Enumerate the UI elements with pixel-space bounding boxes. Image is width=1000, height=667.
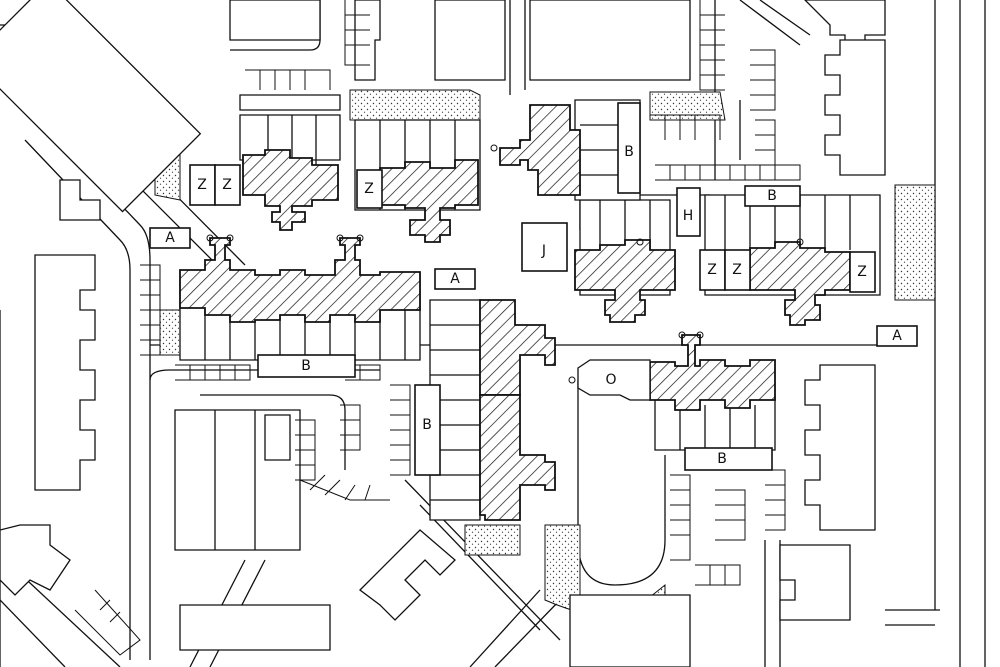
z-box-3 <box>356 169 383 209</box>
label-o: O <box>605 372 616 388</box>
label-a-left: A <box>165 230 175 246</box>
h-box <box>676 187 701 237</box>
labels: A A A B B B B B H J O Z Z Z Z Z Z <box>149 102 918 476</box>
a-box-center <box>434 268 476 290</box>
parking-bays <box>74 0 801 656</box>
b-box-bottom-left <box>257 354 356 378</box>
label-z-1: Z <box>197 177 207 193</box>
b-box-right-top <box>744 185 801 207</box>
z-box-4 <box>699 249 726 291</box>
label-b-bottom-right: B <box>717 451 727 467</box>
label-b-bottom-left: B <box>301 358 311 374</box>
label-z-6: Z <box>857 264 867 280</box>
z-box-1 <box>189 164 216 206</box>
z-box-2 <box>214 164 241 206</box>
label-a-center: A <box>450 271 460 287</box>
label-b-right-top: B <box>767 188 777 204</box>
z-box-5 <box>724 249 751 291</box>
label-h: H <box>683 208 694 224</box>
label-a-right: A <box>892 328 902 344</box>
label-z-4: Z <box>707 262 717 278</box>
b-box-mid <box>414 384 441 476</box>
label-z-2: Z <box>222 177 232 193</box>
a-box-right <box>876 325 918 347</box>
z-box-6 <box>849 251 876 293</box>
b-box-bottom-right <box>684 447 773 471</box>
label-b-mid: B <box>422 417 432 433</box>
label-j: J <box>541 243 546 259</box>
j-box <box>521 222 568 272</box>
label-z-3: Z <box>364 181 374 197</box>
label-z-5: Z <box>732 262 742 278</box>
label-b-top: B <box>624 144 634 160</box>
markers <box>206 144 804 384</box>
b-box-top <box>617 102 641 194</box>
proposed-buildings <box>179 104 851 521</box>
a-box-left <box>149 227 191 249</box>
